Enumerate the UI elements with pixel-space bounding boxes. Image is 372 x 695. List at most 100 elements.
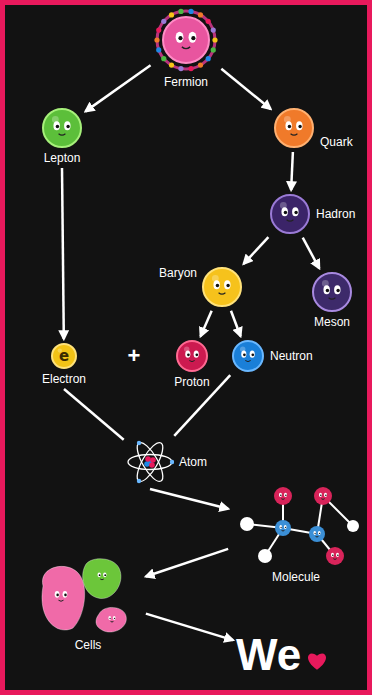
smile — [182, 47, 190, 49]
pupil — [66, 125, 69, 128]
smile — [287, 220, 294, 221]
ball-illustration — [311, 271, 353, 313]
node-label: Lepton — [44, 151, 81, 165]
ball-illustration — [175, 339, 209, 373]
node-label: Meson — [314, 315, 350, 329]
ball-illustration — [269, 193, 311, 235]
connector-arrow — [303, 238, 320, 269]
connector-arrow — [150, 489, 228, 509]
eye — [284, 525, 287, 529]
molecule-shape — [231, 484, 361, 568]
atom-shape — [126, 438, 174, 486]
orbiting-electron — [137, 479, 141, 483]
pupil — [56, 594, 59, 597]
result-text: We — [236, 631, 301, 679]
connector-arrow — [231, 311, 241, 336]
pupil — [216, 284, 219, 287]
connector-arrow — [201, 311, 212, 336]
pupil — [226, 284, 229, 287]
eye — [55, 591, 60, 598]
node-label: Fermion — [164, 75, 208, 89]
particle-ball — [163, 17, 209, 63]
cell-blob — [42, 566, 85, 630]
connector-arrow — [64, 389, 124, 440]
pupil — [294, 211, 297, 214]
ring-dot — [169, 12, 174, 17]
eye — [189, 32, 197, 43]
ring-dot — [198, 63, 203, 68]
molecule-atom — [314, 487, 332, 505]
plus-sign: + — [128, 345, 141, 367]
cell-blob — [83, 559, 121, 599]
ball-shape — [273, 107, 315, 149]
orbit — [128, 455, 172, 470]
smile — [59, 134, 66, 135]
particle-node: Meson — [311, 271, 353, 329]
pupil — [178, 36, 182, 40]
molecule-atom — [275, 520, 291, 536]
ring-dot — [188, 66, 193, 71]
eye — [319, 493, 322, 497]
connector-arrow — [85, 65, 150, 111]
node-label: Quark — [320, 135, 353, 149]
eye — [250, 351, 255, 358]
ring-dot — [211, 27, 216, 32]
orbiting-electron — [137, 441, 141, 445]
pupil — [336, 289, 339, 292]
cell-blob — [96, 607, 126, 632]
particle-ball — [275, 109, 313, 147]
ring-dot — [178, 9, 183, 14]
smile — [189, 361, 194, 362]
particle-node: eElectron — [42, 342, 86, 386]
pupil — [332, 554, 334, 556]
smile — [316, 536, 319, 538]
particle-ball — [233, 341, 263, 371]
particle-node: Lepton — [41, 107, 83, 165]
eye — [331, 553, 334, 557]
node-label: Hadron — [316, 207, 355, 221]
particle-symbol: e — [50, 342, 78, 370]
eye — [285, 121, 291, 130]
eye — [313, 531, 316, 535]
ring-dot — [212, 37, 217, 42]
ring-dot — [156, 47, 161, 52]
node-label: Baryon — [159, 266, 197, 280]
eye — [292, 207, 298, 216]
pupil — [251, 353, 254, 356]
node-label: Molecule — [272, 570, 320, 584]
eye — [113, 616, 116, 620]
particle-ball — [177, 341, 207, 371]
pupil — [114, 618, 115, 619]
molecule-atom — [258, 549, 272, 563]
molecule-illustration — [231, 484, 361, 568]
node-label: Neutron — [270, 349, 313, 363]
pupil — [56, 125, 59, 128]
node-label: Atom — [179, 455, 207, 469]
ball-illustration — [273, 107, 315, 149]
eye — [323, 285, 329, 294]
particle-ball — [203, 268, 241, 306]
eye — [334, 285, 340, 294]
fermion-illustration — [153, 7, 219, 73]
pupil — [195, 353, 198, 356]
particle-ball — [43, 109, 81, 147]
pupil — [337, 554, 339, 556]
ball-illustration — [41, 107, 83, 149]
pupil — [298, 125, 301, 128]
orbit — [133, 439, 168, 485]
pupil — [243, 353, 246, 356]
nucleus-particle — [149, 462, 155, 468]
ball-shape: e — [50, 342, 78, 370]
eye — [296, 121, 302, 130]
particle-node: Molecule — [231, 484, 361, 584]
molecule-atom — [309, 526, 325, 542]
ring-dot — [161, 19, 166, 24]
ball-illustration — [201, 266, 243, 308]
ball-shape — [175, 339, 209, 373]
eye — [281, 207, 287, 216]
pupil — [280, 527, 281, 528]
ring-dot — [169, 63, 174, 68]
orbit-ring — [157, 11, 215, 69]
nucleus-particle — [145, 456, 151, 462]
eye — [63, 591, 68, 598]
